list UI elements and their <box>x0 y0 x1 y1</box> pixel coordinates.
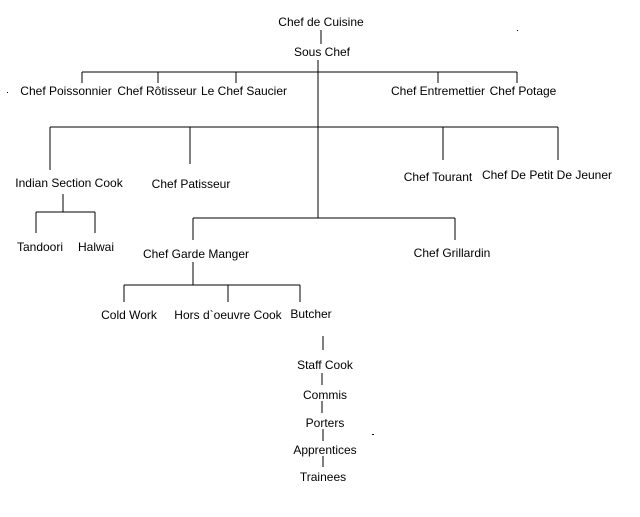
node-chef-rotisseur: Chef Rôtisseur <box>117 84 197 98</box>
node-chef-poissonnier: Chef Poissonnier <box>20 84 112 98</box>
node-porters: Porters <box>305 416 345 430</box>
node-chef-de-cuisine: Chef de Cuisine <box>278 15 364 29</box>
node-tandoori: Tandoori <box>16 240 64 254</box>
node-trainees: Trainees <box>299 470 347 484</box>
node-le-chef-saucier: Le Chef Saucier <box>200 84 288 98</box>
node-chef-entremettier: Chef Entremettier <box>390 84 486 98</box>
node-indian-section-cook: Indian Section Cook <box>15 176 123 190</box>
node-staff-cook: Staff Cook <box>297 358 353 372</box>
node-halwai: Halwai <box>77 240 115 254</box>
node-chef-potage: Chef Potage <box>489 84 557 98</box>
node-chef-garde-manger: Chef Garde Manger <box>142 247 250 261</box>
node-apprentices: Apprentices <box>293 443 357 457</box>
node-chef-grillardin: Chef Grillardin <box>413 246 491 260</box>
node-commis: Commis <box>303 388 347 402</box>
node-butcher: Butcher <box>290 307 332 321</box>
node-sous-chef: Sous Chef <box>293 45 351 59</box>
node-cold-work: Cold Work <box>101 308 157 322</box>
node-chef-patisseur: Chef Patisseur <box>151 177 231 191</box>
node-hors-doeuvre-cook: Hors d`oeuvre Cook <box>174 308 282 322</box>
node-chef-de-petit-de-jeuner: Chef De Petit De Jeuner <box>481 168 613 182</box>
node-chef-tourant: Chef Tourant <box>403 170 473 184</box>
